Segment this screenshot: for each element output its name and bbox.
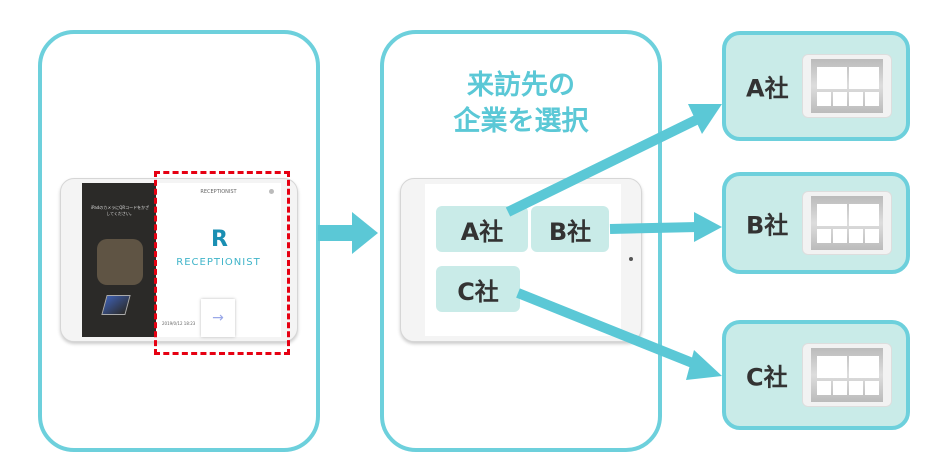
qr-frame [97, 239, 143, 285]
destination-b: B社 [722, 172, 910, 274]
home-button [629, 257, 633, 261]
settings-icon[interactable] [269, 189, 274, 194]
company-b-button[interactable]: B社 [531, 206, 609, 252]
destination-a: A社 [722, 31, 910, 141]
logo-text: RECEPTIONIST [176, 257, 261, 268]
arrow-to-a [505, 113, 703, 217]
arrow-to-b [609, 222, 699, 234]
arrowhead-c [686, 350, 722, 380]
select-tablet [400, 178, 642, 342]
title-line-1: 来訪先の [467, 70, 575, 101]
receptionist-screen: RECEPTIONIST R RECEPTIONIST 2019/0/12 18… [156, 183, 281, 337]
company-c-button[interactable]: C社 [436, 266, 520, 312]
logo-r-icon: R [211, 227, 228, 252]
destination-label: B社 [746, 211, 789, 240]
destination-c: C社 [722, 320, 910, 430]
reception-tablet: iPadのカメラにQRコードをかざしてください。 RECEPTIONIST R … [60, 178, 298, 342]
destination-label: C社 [746, 363, 788, 392]
timestamp: 2019/0/12 18:23 [162, 321, 196, 326]
mini-tablet [802, 54, 892, 118]
arrowhead-a [688, 104, 722, 134]
arrowhead-b [694, 212, 722, 242]
mini-tablet [802, 343, 892, 407]
flow-arrow [318, 212, 378, 254]
next-button[interactable]: → [201, 299, 235, 337]
select-company-title: 来訪先の 企業を選択 [380, 68, 662, 140]
arrow-to-c [516, 288, 702, 371]
company-a-button[interactable]: A社 [436, 206, 528, 252]
camera-prompt: iPadのカメラにQRコードをかざしてください。 [90, 205, 150, 216]
highlight-frame [154, 171, 290, 355]
app-header: RECEPTIONIST [200, 189, 237, 195]
camera-screen: iPadのカメラにQRコードをかざしてください。 [82, 183, 156, 337]
title-line-2: 企業を選択 [453, 106, 589, 137]
destination-label: A社 [746, 74, 789, 103]
mini-tablet [802, 191, 892, 255]
